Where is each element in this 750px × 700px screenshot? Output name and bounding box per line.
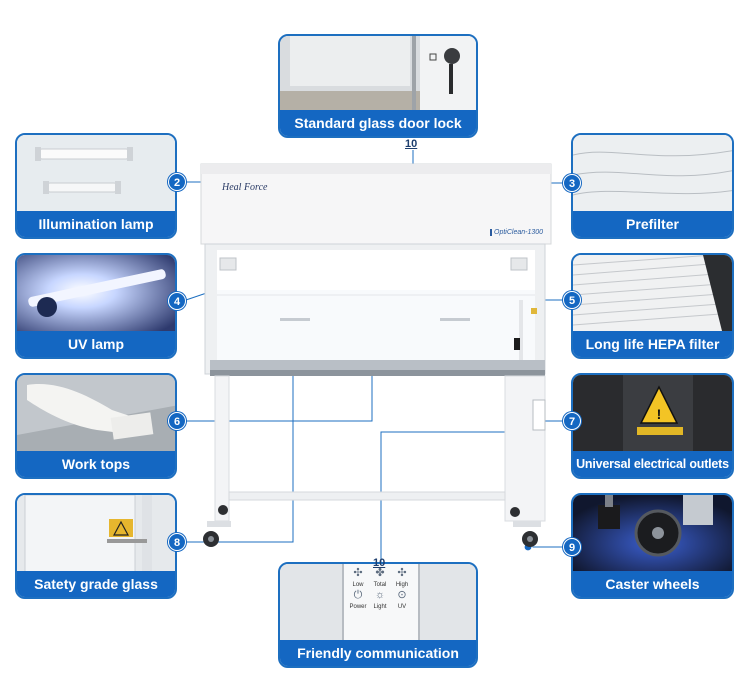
callout-10-top: 10: [405, 138, 418, 150]
prefilter-caption: Prefilter: [573, 211, 732, 237]
badge-5: 5: [563, 291, 581, 309]
brand-logo: Heal Force: [222, 182, 268, 193]
badge-6: 6: [168, 412, 186, 430]
illumination-photo: [17, 135, 175, 211]
outlets-card: ! Universal electrical outlets: [571, 373, 734, 479]
prefilter-photo: [573, 135, 732, 211]
model-label: OptiClean-1300: [490, 229, 543, 236]
outlets-photo: !: [573, 375, 732, 451]
power-icon: ⏻Power: [349, 589, 367, 611]
work-tops-caption: Work tops: [17, 451, 175, 477]
door-lock-caption: Standard glass door lock: [280, 110, 476, 136]
outlets-caption: Universal electrical outlets: [573, 451, 732, 477]
door-lock-photo: [280, 36, 476, 110]
communication-caption: Friendly communication: [280, 640, 476, 666]
control-panel: ✣Low ✤Total ✣High ⏻Power ☼Light ⊙UV: [347, 568, 413, 612]
door-lock-card: Standard glass door lock: [278, 34, 478, 138]
casters-caption: Caster wheels: [573, 571, 732, 597]
fan-low-icon: ✣Low: [352, 567, 364, 589]
clean-bench-cabinet: [200, 163, 552, 547]
illumination-caption: Illumination lamp: [17, 211, 175, 237]
illumination-card: Illumination lamp: [15, 133, 177, 239]
callout-10-bottom: 10: [373, 557, 386, 569]
hepa-card: Long life HEPA filter: [571, 253, 734, 359]
uv-lamp-card: UV lamp: [15, 253, 177, 359]
work-tops-card: Work tops: [15, 373, 177, 479]
prefilter-card: Prefilter: [571, 133, 734, 239]
badge-2: 2: [168, 173, 186, 191]
badge-4: 4: [168, 292, 186, 310]
casters-card: Caster wheels: [571, 493, 734, 599]
badge-7: 7: [563, 412, 581, 430]
glass-photo: [17, 495, 175, 571]
casters-photo: [573, 495, 732, 571]
badge-3: 3: [563, 174, 581, 192]
glass-card: Satety grade glass: [15, 493, 177, 599]
uv-lamp-photo: [17, 255, 175, 331]
light-icon: ☼Light: [373, 589, 387, 611]
glass-caption: Satety grade glass: [17, 571, 175, 597]
badge-9: 9: [563, 538, 581, 556]
work-tops-photo: [17, 375, 175, 451]
uv-lamp-caption: UV lamp: [17, 331, 175, 357]
uv-icon: ⊙UV: [397, 589, 407, 611]
svg-text:!: !: [657, 406, 662, 422]
communication-photo: ✣Low ✤Total ✣High ⏻Power ☼Light ⊙UV: [280, 564, 476, 640]
fan-high-icon: ✣High: [395, 567, 409, 589]
badge-8: 8: [168, 533, 186, 551]
communication-card: ✣Low ✤Total ✣High ⏻Power ☼Light ⊙UV Frie…: [278, 562, 478, 668]
hepa-photo: [573, 255, 732, 331]
hepa-caption: Long life HEPA filter: [573, 331, 732, 357]
fan-total-icon: ✤Total: [373, 567, 387, 589]
